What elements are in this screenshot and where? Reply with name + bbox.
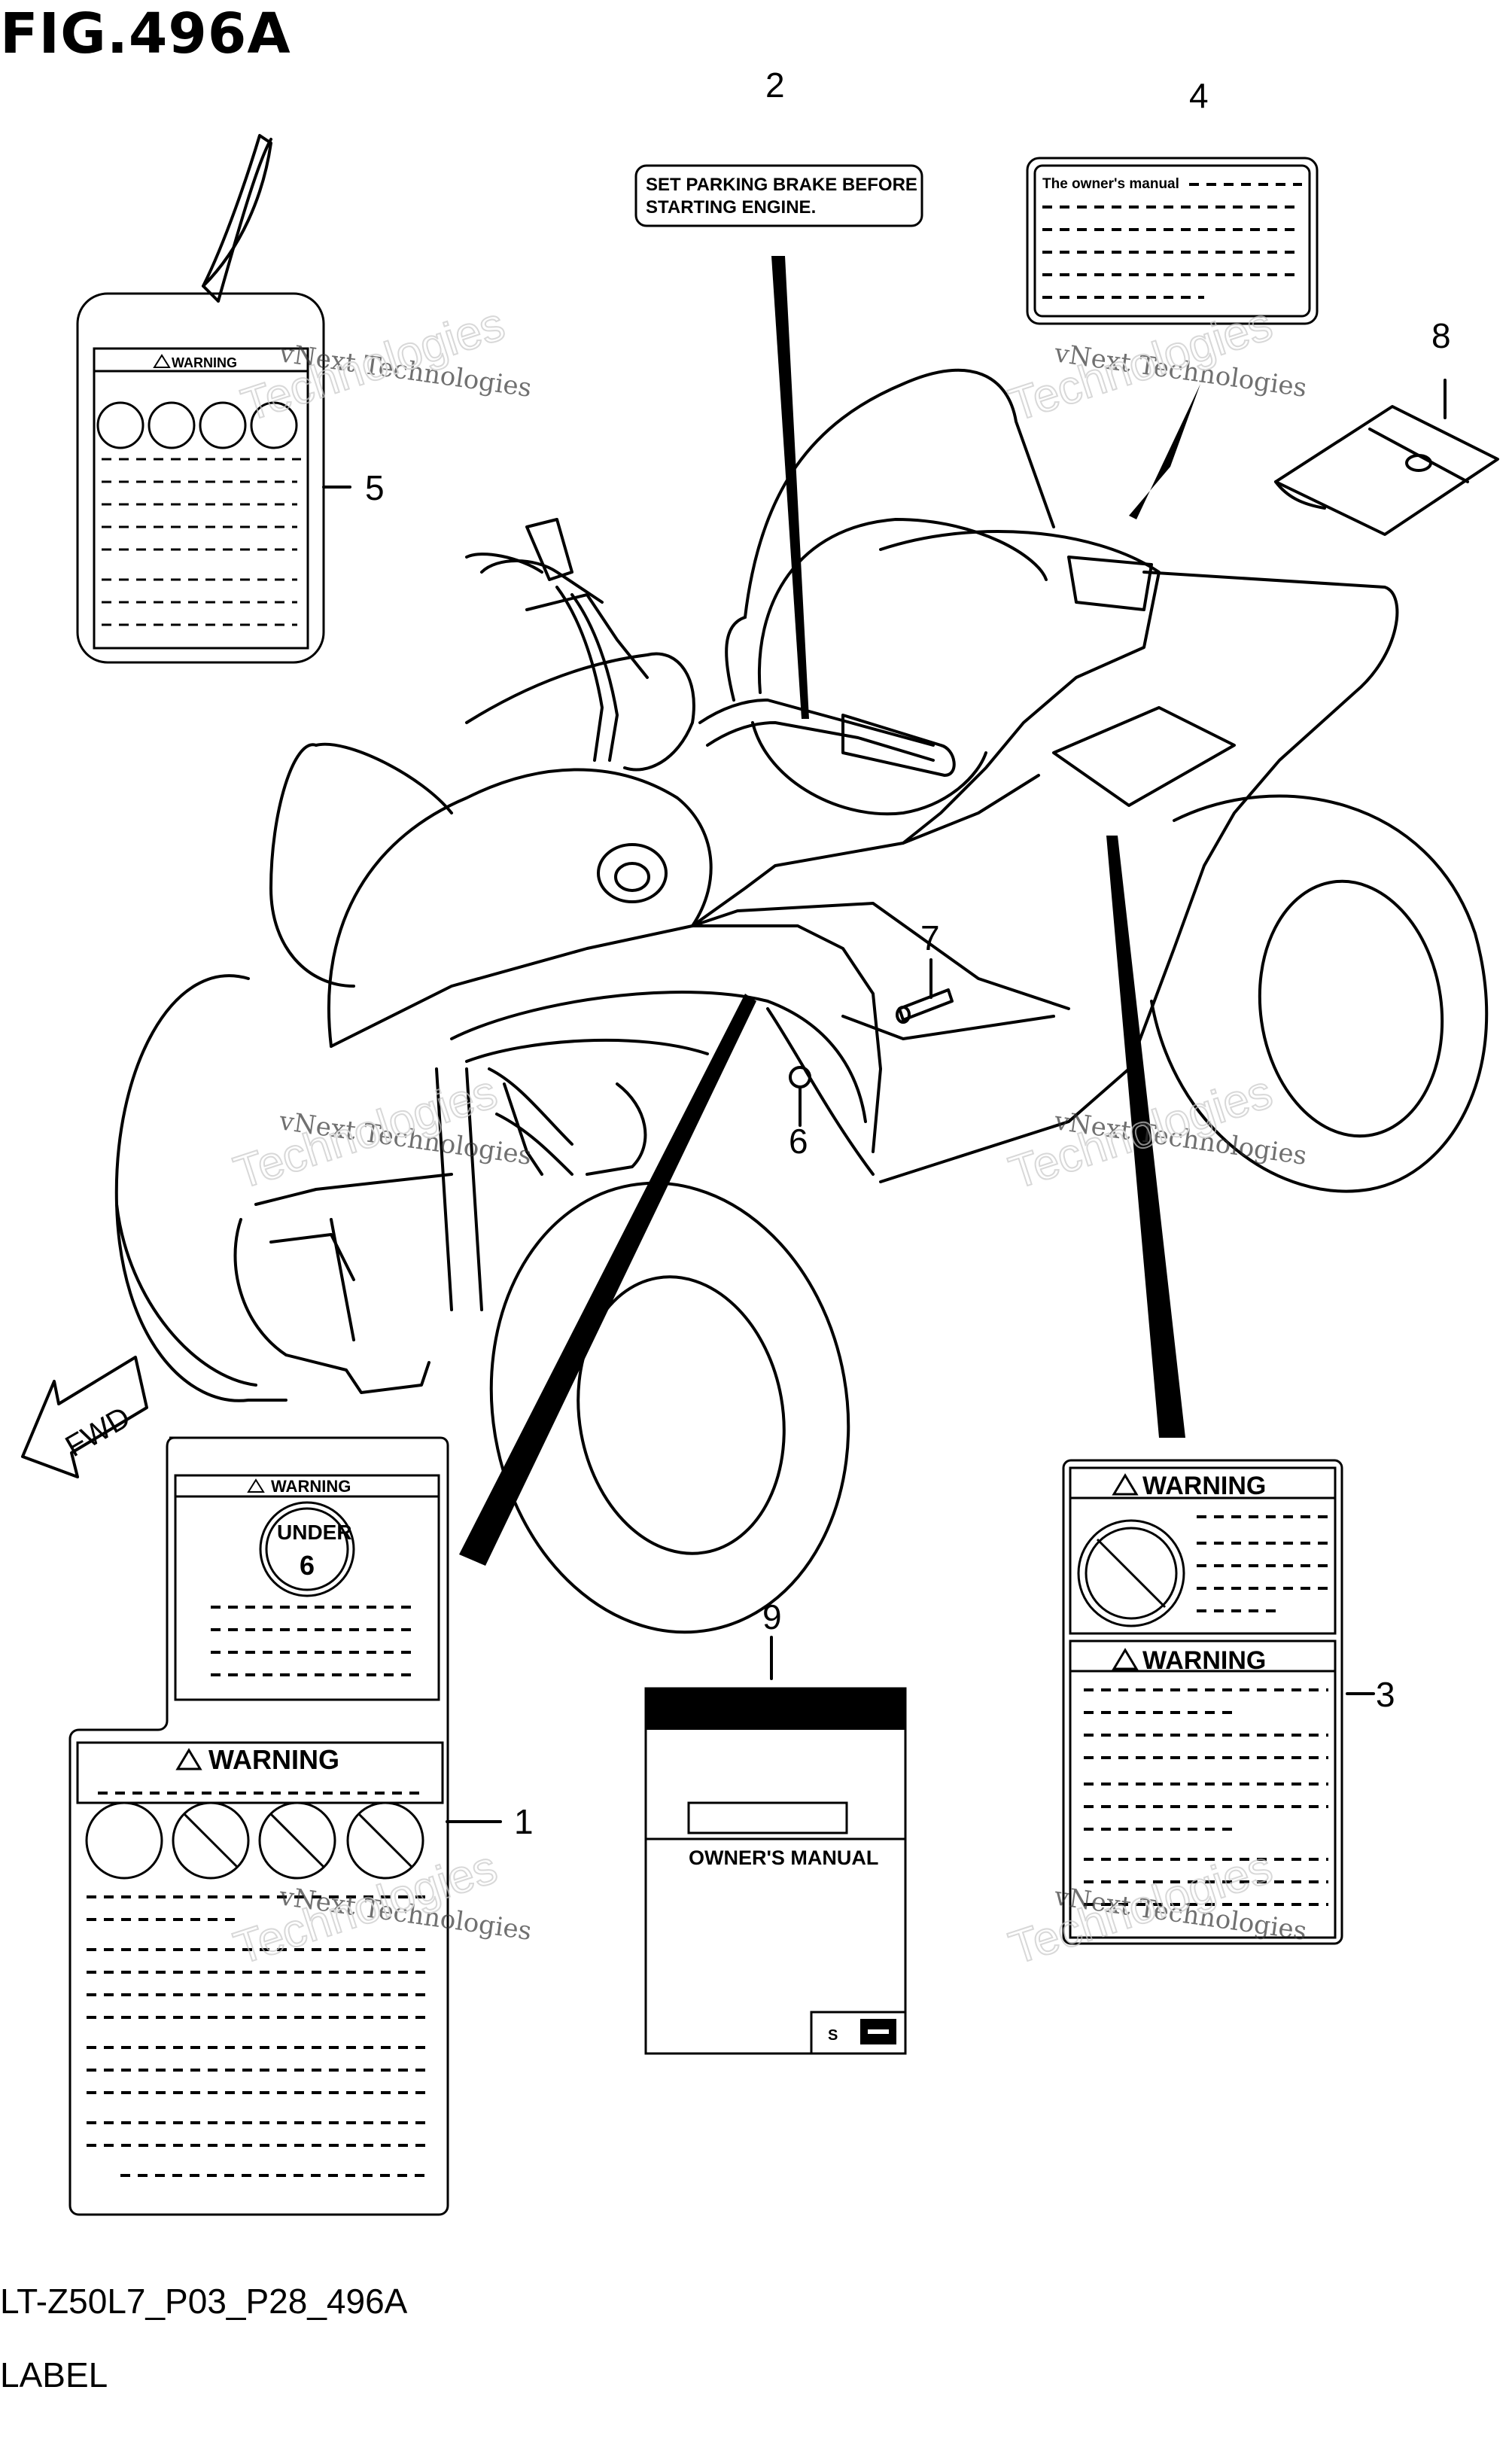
callout-numbers: 1 2 3 4 5 6 7 8 9 xyxy=(365,65,1451,1841)
label1-age: 6 xyxy=(300,1550,315,1581)
callout-5: 5 xyxy=(365,468,385,507)
callout-8: 8 xyxy=(1431,316,1451,355)
label3-warning-top: WARNING xyxy=(1142,1472,1266,1500)
callout-9: 9 xyxy=(762,1597,782,1636)
owners-manual-book-text: OWNER'S MANUAL xyxy=(689,1846,878,1869)
label-parking-brake: SET PARKING BRAKE BEFORE STARTING ENGINE… xyxy=(634,164,923,227)
callout-4: 4 xyxy=(1189,76,1209,115)
leader-lines xyxy=(322,256,1447,1823)
callout-3: 3 xyxy=(1376,1675,1395,1714)
svg-text:S: S xyxy=(828,2027,838,2044)
fwd-arrow: FWD xyxy=(21,1356,148,1478)
callout-1: 1 xyxy=(514,1802,534,1841)
label3-warning-bottom: WARNING xyxy=(1142,1646,1266,1675)
label1-under: UNDER xyxy=(277,1521,352,1544)
label1-top-warning: WARNING xyxy=(271,1477,351,1496)
hang-tag-warning: WARNING xyxy=(172,355,237,370)
label-seat-tag xyxy=(1274,405,1499,536)
callout-6: 6 xyxy=(789,1122,808,1161)
owners-manual-small-text: The owner's manual xyxy=(1042,176,1179,192)
callout-7: 7 xyxy=(920,918,940,957)
label-warning-3: WARNING WARNING xyxy=(1062,1459,1343,1945)
parking-brake-line1: SET PARKING BRAKE BEFORE xyxy=(646,175,917,195)
label-hang-tag: WARNING xyxy=(76,134,325,664)
parking-brake-line2: STARTING ENGINE. xyxy=(646,197,816,218)
label-owners-manual-book: OWNER'S MANUAL S xyxy=(644,1687,907,2055)
label1-main-warning: WARNING xyxy=(208,1744,339,1775)
figure-title: FIG.496A xyxy=(0,2,291,66)
atv-illustration xyxy=(114,368,1489,1634)
label-owners-manual-small: The owner's manual xyxy=(1026,157,1319,325)
callout-2: 2 xyxy=(765,65,785,105)
label-warning-1: WARNING UNDER 6 WARNING xyxy=(68,1436,449,2216)
figure-code: LT-Z50L7_P03_P28_496A xyxy=(0,2282,408,2321)
figure-name: LABEL xyxy=(0,2355,108,2394)
fwd-text: FWD xyxy=(60,1400,136,1463)
